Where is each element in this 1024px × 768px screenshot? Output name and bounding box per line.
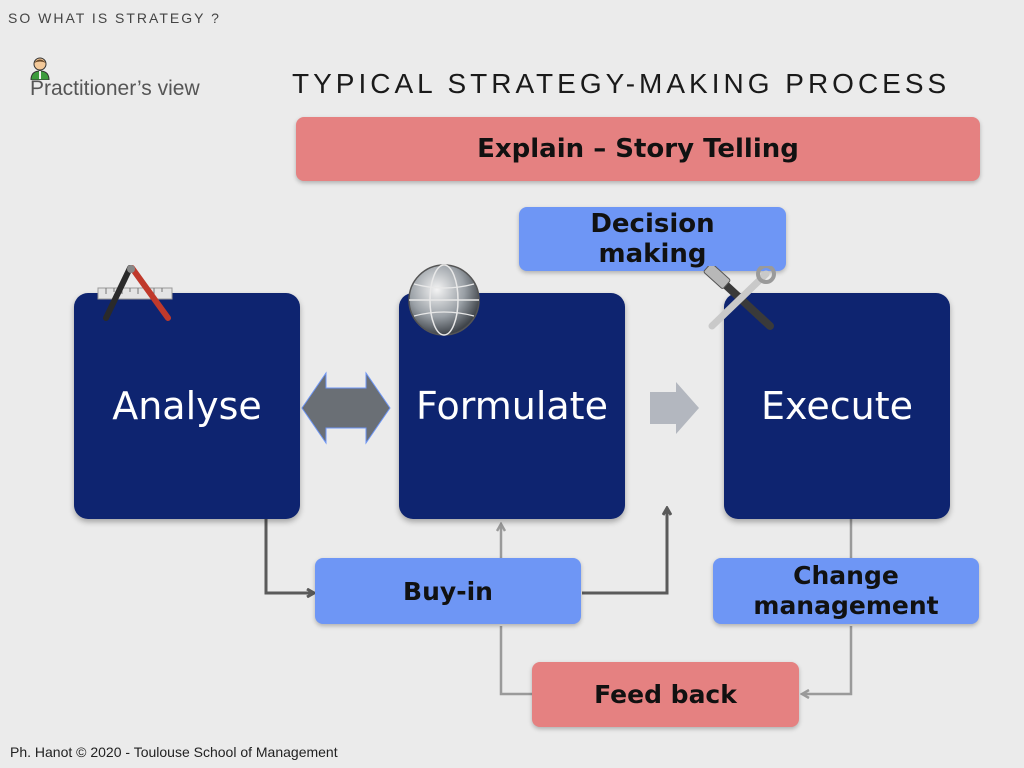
network-globe-icon	[408, 264, 480, 336]
analyse-to-buyin-arrow	[264, 519, 314, 593]
hammer-wrench-icon	[703, 266, 776, 330]
analyse-formulate-double-arrow	[301, 371, 391, 445]
execute-box: Execute	[724, 293, 950, 519]
feed-back-label: Feed back	[594, 680, 737, 709]
decision-making-box: Decision making	[519, 207, 786, 271]
person-icon	[30, 57, 50, 80]
feed-back-box: Feed back	[532, 662, 799, 727]
execute-label: Execute	[761, 384, 913, 428]
analyse-label: Analyse	[112, 384, 262, 428]
drafting-tools-icon	[97, 265, 173, 321]
footer-credit: Ph. Hanot © 2020 - Toulouse School of Ma…	[10, 744, 338, 760]
change-to-feedback-arrow	[802, 626, 853, 694]
practitioner-view-label: Practitioner’s view	[30, 77, 200, 100]
change-label-line2: management	[753, 591, 939, 620]
formulate-execute-arrow	[650, 382, 699, 434]
change-label-line1: Change	[793, 561, 899, 590]
decision-label-line2: making	[598, 239, 707, 269]
formulate-label: Formulate	[416, 384, 608, 428]
feedback-to-buyin-line	[499, 626, 532, 696]
change-management-box: Change management	[713, 558, 979, 624]
decision-label-line1: Decision	[590, 209, 715, 239]
explain-label: Explain – Story Telling	[477, 134, 799, 164]
buy-in-label: Buy-in	[403, 576, 493, 606]
buy-in-box: Buy-in	[315, 558, 581, 624]
analyse-box: Analyse	[74, 293, 300, 519]
buyin-to-execute-arrow	[582, 508, 667, 595]
explain-story-telling-box: Explain – Story Telling	[296, 117, 980, 181]
section-title: SO WHAT IS STRATEGY ?	[8, 10, 221, 26]
page-title: TYPICAL STRATEGY-MAKING PROCESS	[292, 68, 951, 99]
